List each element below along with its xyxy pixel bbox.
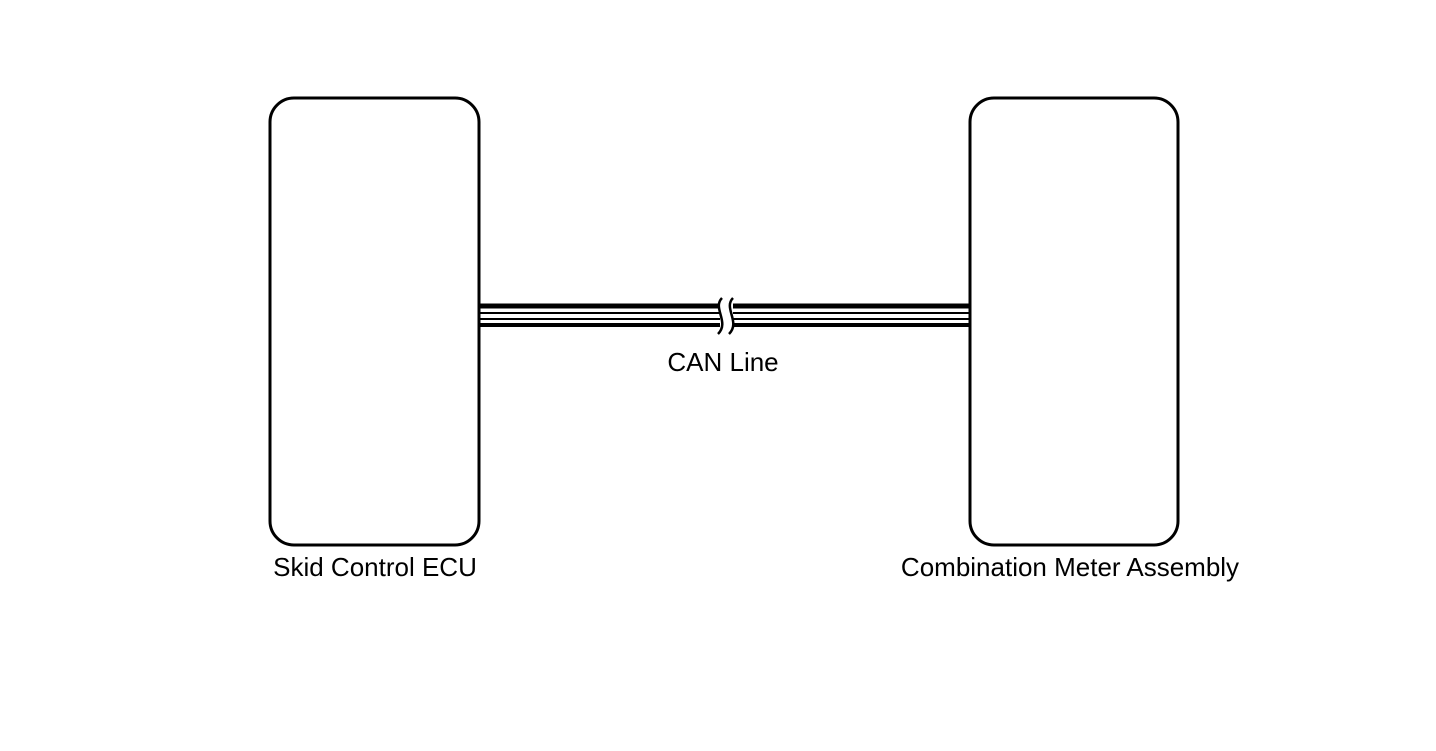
can-line-left-segment [480,303,721,327]
can-line-label: CAN Line [667,347,778,377]
skid-control-ecu-label: Skid Control ECU [273,552,477,582]
wire-break-symbol [717,294,735,336]
skid-control-ecu-box [268,96,481,547]
combination-meter-assembly-label: Combination Meter Assembly [901,552,1239,582]
combination-meter-assembly-box [968,96,1180,547]
can-line-right-segment [732,303,969,327]
